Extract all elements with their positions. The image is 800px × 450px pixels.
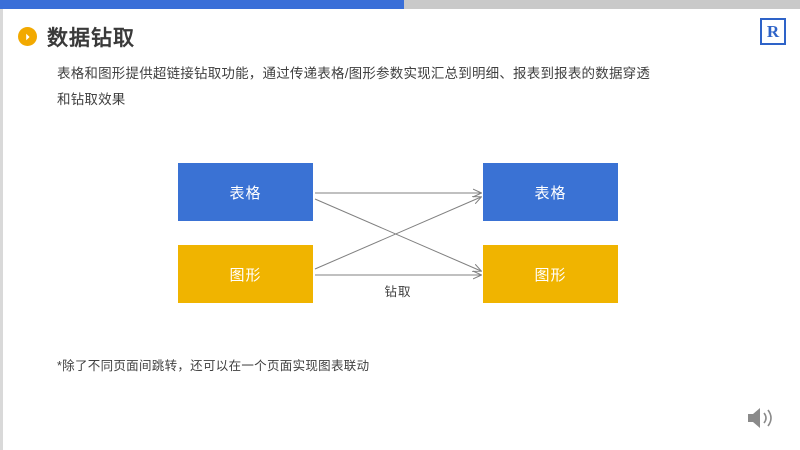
page-title: 数据钻取 (47, 27, 135, 50)
diagram-arrows (314, 163, 618, 303)
footnote-text: *除了不同页面间跳转，还可以在一个页面实现图表联动 (57, 359, 370, 373)
top-accent-bar-blue (0, 0, 404, 9)
node-target-table[interactable]: 表格 (483, 163, 618, 221)
left-edge-rail (0, 9, 3, 450)
chevron-right-icon (18, 27, 37, 46)
node-target-chart[interactable]: 图形 (483, 245, 618, 303)
brand-logo: R (760, 18, 786, 45)
node-source-chart[interactable]: 图形 (178, 245, 313, 303)
edge-label-drill: 钻取 (384, 285, 412, 299)
speaker-mute-icon[interactable] (744, 404, 778, 432)
slide-subtitle: 表格和图形提供超链接钻取功能，通过传递表格/图形参数实现汇总到明细、报表到报表的… (57, 66, 651, 107)
top-accent-bar-grey (404, 0, 800, 9)
node-source-table[interactable]: 表格 (178, 163, 313, 221)
drill-through-diagram: 表格 表格 图形 图形 钻取 (178, 163, 618, 303)
